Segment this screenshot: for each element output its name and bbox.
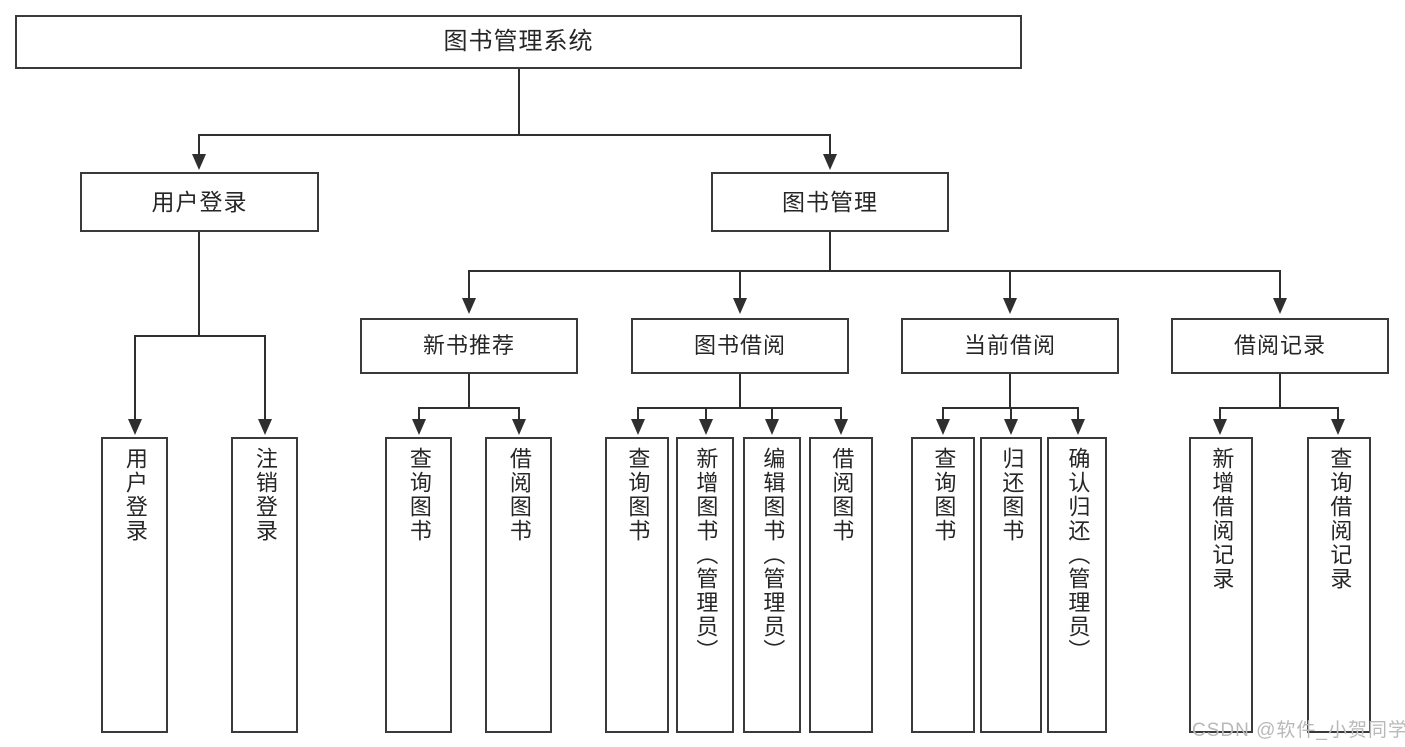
connector-drop-book-manage <box>829 134 831 156</box>
arrow-nb-2 <box>512 419 526 435</box>
arrow-nb-1 <box>412 419 426 435</box>
node-label: 借阅记录 <box>1233 333 1326 359</box>
leaf-query-borrow-record[interactable]: 查询借阅记录 <box>1307 437 1371 733</box>
leaf-add-book-admin[interactable]: 新增图书（管理员） <box>676 437 734 733</box>
connector-drop-nb-2 <box>518 407 520 421</box>
node-label: 新书推荐 <box>422 333 515 359</box>
arrow-user-login <box>192 154 206 170</box>
connector-drop-user-login <box>198 134 200 156</box>
arrow-cb-2 <box>1004 419 1018 435</box>
arrow-bb-2 <box>699 419 713 435</box>
node-borrow-record[interactable]: 借阅记录 <box>1171 318 1389 374</box>
connector-drop-br-1 <box>1219 407 1221 421</box>
arrow-br-1 <box>1213 419 1227 435</box>
leaf-return-book[interactable]: 归还图书 <box>980 437 1042 733</box>
leaf-user-login[interactable]: 用户登录 <box>101 437 168 733</box>
connector-borrow-record-bar <box>1219 407 1339 409</box>
connector-root-stem <box>518 69 520 135</box>
connector-borrow-record-stem <box>1279 374 1281 409</box>
arrow-current-borrow <box>1003 298 1017 314</box>
node-current-borrow[interactable]: 当前借阅 <box>901 318 1119 374</box>
connector-drop-borrow-record <box>1279 270 1281 300</box>
leaf-logout[interactable]: 注销登录 <box>231 437 298 733</box>
node-label: 借阅图书 <box>506 447 532 543</box>
connector-new-book-stem <box>468 374 470 409</box>
node-label: 借阅图书 <box>829 447 855 543</box>
leaf-query-book-current[interactable]: 查询图书 <box>911 437 975 733</box>
arrow-cb-3 <box>1071 419 1085 435</box>
arrow-book-borrow <box>733 298 747 314</box>
connector-drop-book-borrow <box>739 270 741 300</box>
arrow-bb-4 <box>834 419 848 435</box>
csdn-watermark: CSDN @软件_小贺同学 <box>1192 720 1405 741</box>
arrow-leaf-logout <box>258 419 272 435</box>
node-label: 新增图书（管理员） <box>693 447 719 663</box>
arrow-book-manage <box>823 154 837 170</box>
connector-drop-bb-4 <box>840 407 842 421</box>
node-label: 图书管理 <box>782 188 878 215</box>
node-label: 编辑图书（管理员） <box>760 447 786 663</box>
connector-new-book-bar <box>418 407 519 409</box>
node-label: 图书借阅 <box>693 333 786 359</box>
node-user-login[interactable]: 用户登录 <box>80 172 319 232</box>
node-label: 查询图书 <box>931 447 957 543</box>
arrow-new-book <box>462 298 476 314</box>
leaf-add-borrow-record[interactable]: 新增借阅记录 <box>1189 437 1253 733</box>
connector-drop-nb-1 <box>418 407 420 421</box>
leaf-confirm-return-admin[interactable]: 确认归还（管理员） <box>1047 437 1107 733</box>
connector-book-borrow-bar <box>637 407 842 409</box>
arrow-bb-3 <box>765 419 779 435</box>
connector-drop-current-borrow <box>1009 270 1011 300</box>
connector-book-borrow-stem <box>739 374 741 409</box>
connector-drop-cb-2 <box>1010 407 1012 421</box>
connector-user-login-stem <box>198 232 200 336</box>
leaf-edit-book-admin[interactable]: 编辑图书（管理员） <box>743 437 801 733</box>
node-label: 新增借阅记录 <box>1209 447 1235 591</box>
node-new-book-recommend[interactable]: 新书推荐 <box>360 318 578 374</box>
connector-drop-new-book <box>468 270 470 300</box>
node-label: 确认归还（管理员） <box>1065 447 1091 663</box>
arrow-br-2 <box>1331 419 1345 435</box>
leaf-query-book-borrow[interactable]: 查询图书 <box>605 437 669 733</box>
node-label: 注销登录 <box>252 447 278 543</box>
node-label: 图书管理系统 <box>443 28 594 56</box>
leaf-query-book-recommend[interactable]: 查询图书 <box>385 437 452 733</box>
connector-user-login-bar <box>134 335 265 337</box>
node-label: 查询图书 <box>625 447 651 543</box>
arrow-leaf-user-login <box>128 419 142 435</box>
node-root-system[interactable]: 图书管理系统 <box>15 15 1022 69</box>
arrow-bb-1 <box>631 419 645 435</box>
connector-drop-bb-3 <box>771 407 773 421</box>
connector-drop-leaf-logout <box>264 335 266 421</box>
node-book-borrow[interactable]: 图书借阅 <box>631 318 849 374</box>
connector-drop-bb-1 <box>637 407 639 421</box>
connector-drop-br-2 <box>1337 407 1339 421</box>
node-book-manage[interactable]: 图书管理 <box>711 172 949 232</box>
arrow-borrow-record <box>1273 298 1287 314</box>
node-label: 归还图书 <box>999 447 1025 543</box>
connector-drop-bb-2 <box>705 407 707 421</box>
node-label: 用户登录 <box>122 447 148 543</box>
connector-drop-leaf-user-login <box>134 335 136 421</box>
node-label: 查询图书 <box>406 447 432 543</box>
connector-current-borrow-stem <box>1009 374 1011 409</box>
leaf-borrow-book-recommend[interactable]: 借阅图书 <box>485 437 552 733</box>
node-label: 查询借阅记录 <box>1327 447 1353 591</box>
connector-drop-cb-3 <box>1077 407 1079 421</box>
node-label: 用户登录 <box>151 188 248 215</box>
leaf-borrow-book[interactable]: 借阅图书 <box>809 437 873 733</box>
connector-drop-cb-1 <box>942 407 944 421</box>
arrow-cb-1 <box>936 419 950 435</box>
connector-level1-bar <box>198 134 830 136</box>
connector-level2-bar <box>468 270 1280 272</box>
node-label: 当前借阅 <box>963 333 1056 359</box>
connector-book-manage-stem <box>829 232 831 272</box>
